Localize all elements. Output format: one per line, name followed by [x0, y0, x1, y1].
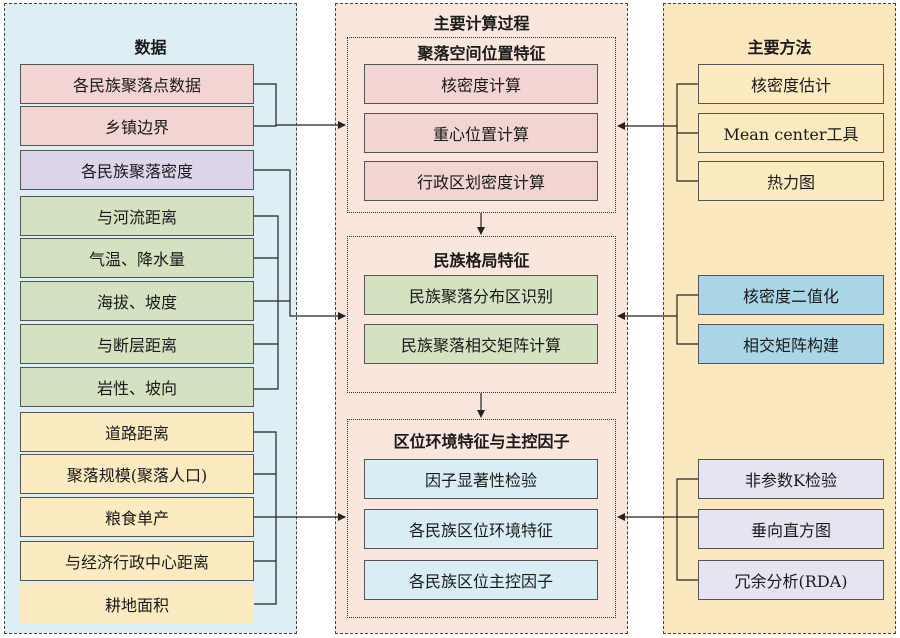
data-item-cultivated-area: 耕地面积	[20, 584, 254, 624]
data-item-township-boundary: 乡镇边界	[20, 106, 254, 146]
calc-location-environment-features: 各民族区位环境特征	[364, 509, 598, 549]
group-spatial-location: 聚落空间位置特征	[347, 37, 616, 213]
calc-distribution-area-identification: 民族聚落分布区识别	[364, 275, 598, 315]
method-kernel-density-binarization: 核密度二值化	[698, 275, 884, 315]
data-item-temperature-precipitation: 气温、降水量	[20, 238, 254, 278]
method-nonparametric-k-test: 非参数K检验	[698, 459, 884, 499]
methods-panel-title: 主要方法	[747, 38, 812, 57]
group-location-environment: 区位环境特征与主控因子	[347, 419, 616, 618]
data-item-grain-yield: 粮食单产	[20, 497, 254, 537]
calc-location-main-factors: 各民族区位主控因子	[364, 560, 598, 600]
method-kernel-density-estimation: 核密度估计	[698, 64, 884, 104]
method-rda: 冗余分析(RDA)	[698, 560, 884, 600]
data-item-road-distance: 道路距离	[20, 412, 254, 452]
calc-intersection-matrix: 民族聚落相交矩阵计算	[364, 324, 598, 364]
data-item-elevation-slope: 海拔、坡度	[20, 281, 254, 321]
method-intersection-matrix-construction: 相交矩阵构建	[698, 324, 884, 364]
data-item-settlement-points: 各民族聚落点数据	[20, 64, 254, 104]
data-item-river-distance: 与河流距离	[20, 196, 254, 236]
method-mean-center-tool: Mean center工具	[698, 113, 884, 153]
data-item-fault-distance: 与断层距离	[20, 324, 254, 364]
group-ethnic-pattern: 民族格局特征	[347, 236, 616, 393]
calculation-panel-title: 主要计算过程	[433, 14, 530, 33]
method-heat-map: 热力图	[698, 161, 884, 201]
data-item-settlement-scale: 聚落规模(聚落人口)	[20, 454, 254, 494]
data-item-lithology-aspect: 岩性、坡向	[20, 367, 254, 407]
group-ethnic-pattern-title: 民族格局特征	[433, 251, 530, 270]
method-vertical-histogram: 垂向直方图	[698, 509, 884, 549]
group-spatial-location-title: 聚落空间位置特征	[417, 44, 546, 63]
calc-factor-significance-test: 因子显著性检验	[364, 459, 598, 499]
calc-kernel-density: 核密度计算	[364, 64, 598, 104]
calc-admin-density: 行政区划密度计算	[364, 161, 598, 201]
group-location-environment-title: 区位环境特征与主控因子	[393, 432, 570, 451]
data-item-settlement-density: 各民族聚落密度	[20, 150, 254, 190]
data-item-economic-center-distance: 与经济行政中心距离	[20, 541, 254, 581]
data-panel-title: 数据	[134, 38, 167, 57]
calc-center-of-gravity: 重心位置计算	[364, 113, 598, 153]
